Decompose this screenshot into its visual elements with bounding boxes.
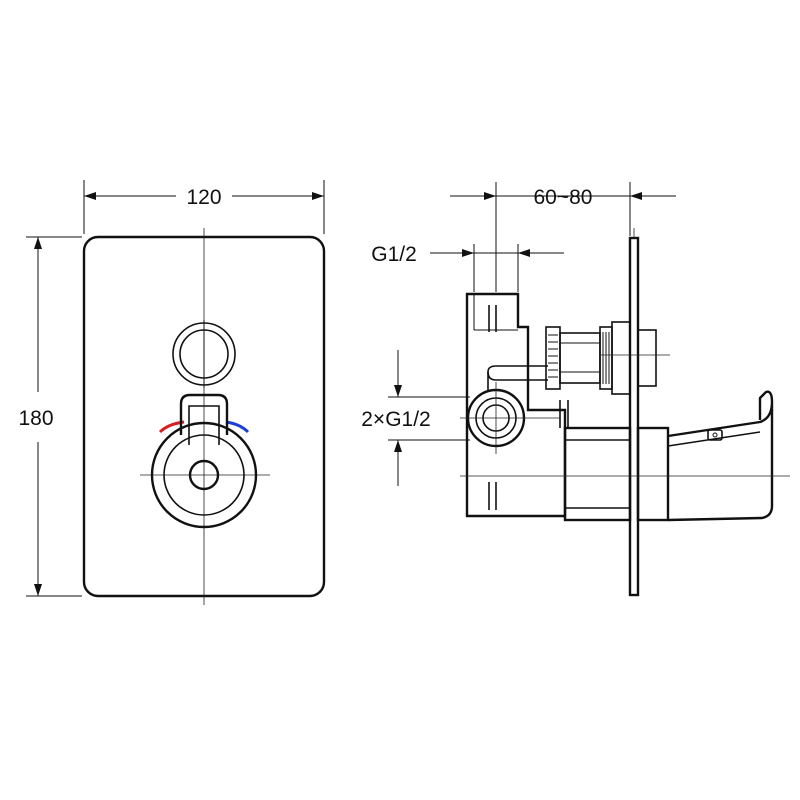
mixer-handle <box>150 393 258 529</box>
height-label: 180 <box>18 407 53 430</box>
width-label: 120 <box>186 186 221 209</box>
height-dimension: 180 <box>18 236 82 597</box>
wall-plate <box>628 236 640 597</box>
width-dimension: 120 <box>83 180 325 234</box>
side-inlet-dimension: 2×G1/2 <box>361 350 470 486</box>
top-inlet-markers <box>488 305 497 510</box>
side-inlet-label: 2×G1/2 <box>361 408 430 431</box>
cartridge <box>545 321 657 395</box>
diverter-housing <box>559 400 670 522</box>
cold-indicator <box>225 420 250 434</box>
depth-dimension: 60~80 <box>450 182 676 292</box>
front-view: 120 180 <box>18 180 326 605</box>
side-view: 60~80 G1/2 2×G1/2 <box>361 182 790 597</box>
valve-body <box>465 292 567 518</box>
lever-handle <box>667 390 774 522</box>
top-inlet-label: G1/2 <box>371 243 417 266</box>
diverter-button <box>172 320 236 388</box>
top-inlet-dimension: G1/2 <box>371 243 564 292</box>
depth-label: 60~80 <box>534 186 593 209</box>
